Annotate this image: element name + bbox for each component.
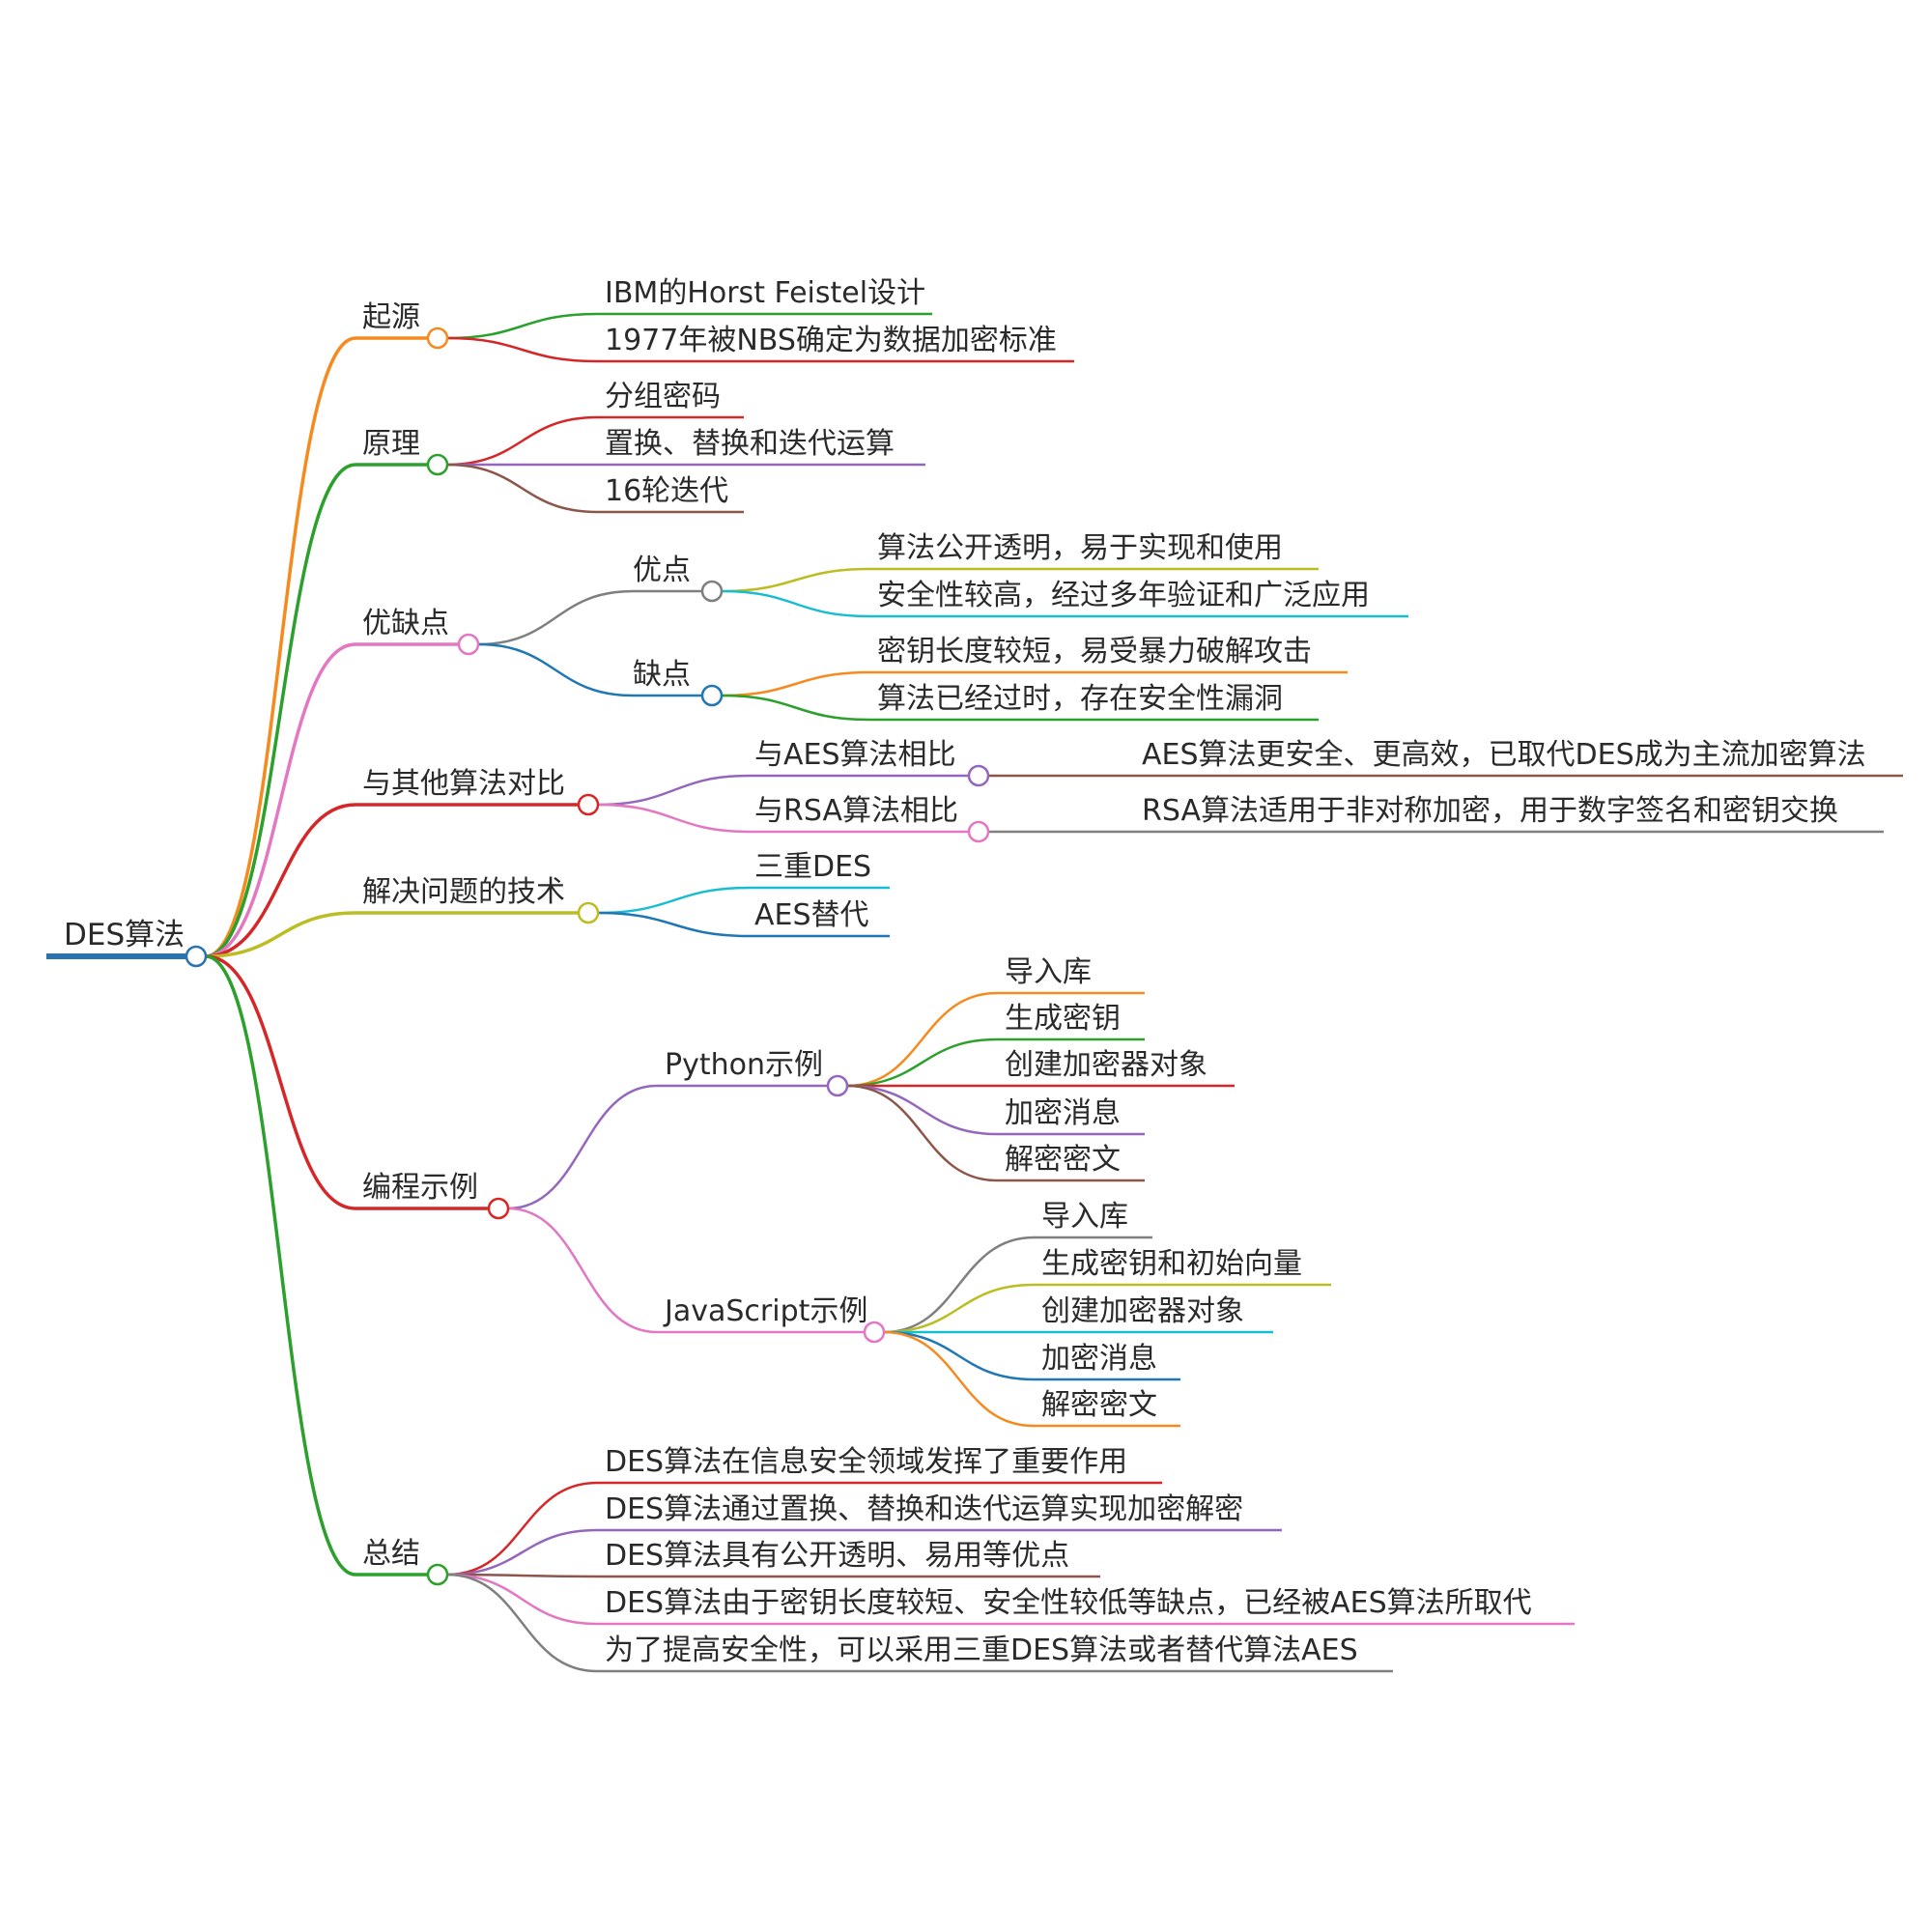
branch-programming-child-2-item-4-label: 加密消息 xyxy=(1041,1342,1157,1376)
branch-programming-child-1-item-1-link xyxy=(846,991,998,1088)
branch-summary-child-2-label: DES算法通过置换、替换和迭代运算实现加密解密 xyxy=(605,1492,1243,1526)
branch-programming-child-2-item-1-link xyxy=(883,1236,1035,1334)
branch-principle-child-3-label: 16轮迭代 xyxy=(605,474,728,508)
branch-programming-child-2-item-1-label: 导入库 xyxy=(1041,1200,1128,1234)
branch-programming-child-1-item-4-label: 加密消息 xyxy=(1005,1096,1121,1130)
branch-programming-child-2-item-2-label: 生成密钥和初始向量 xyxy=(1041,1247,1302,1281)
branch-programming-child-2-link xyxy=(507,1207,658,1334)
branch-summary-label: 总结 xyxy=(362,1537,420,1571)
branch-principle-link xyxy=(205,463,356,958)
branch-summary-child-5-label: 为了提高安全性，可以采用三重DES算法或者替代算法AES xyxy=(605,1634,1358,1667)
branch-summary-child-1-link xyxy=(446,1481,598,1577)
branch-origin-toggle[interactable] xyxy=(426,327,449,350)
node-toggles xyxy=(185,327,990,1586)
branch-pros-cons-toggle[interactable] xyxy=(457,633,480,656)
branch-programming-child-1-item-2-link xyxy=(846,1037,998,1088)
branch-solutions-child-1-link xyxy=(597,886,751,915)
branch-pros-cons-child-1-item-1-label: 算法公开透明，易于实现和使用 xyxy=(877,531,1283,565)
branch-compare-child-1-link xyxy=(597,774,751,807)
node-labels: DES算法 起源 IBM的Horst Feistel设计 1977年被NBS确定为数据… xyxy=(64,276,1866,1667)
branch-compare-child-1-toggle[interactable] xyxy=(967,764,990,787)
branch-origin-label: 起源 xyxy=(362,300,420,334)
branch-programming-toggle[interactable] xyxy=(487,1197,510,1220)
branch-pros-cons-child-2-toggle[interactable] xyxy=(700,684,724,707)
root-toggle[interactable] xyxy=(185,945,208,968)
branch-compare-child-1-item-1-label: AES算法更安全、更高效，已取代DES成为主流加密算法 xyxy=(1142,738,1866,772)
branch-pros-cons-child-2-link xyxy=(477,642,634,697)
branch-programming-child-1-toggle[interactable] xyxy=(826,1074,849,1097)
branch-pros-cons-child-2-item-2-label: 算法已经过时，存在安全性漏洞 xyxy=(877,682,1283,716)
branch-pros-cons-child-1-item-1-link xyxy=(721,567,870,593)
branch-pros-cons-child-1-item-2-label: 安全性较高，经过多年验证和广泛应用 xyxy=(877,579,1370,612)
branch-pros-cons-child-2-item-1-label: 密钥长度较短，易受暴力破解攻击 xyxy=(877,635,1312,668)
branch-compare-child-2-label: 与RSA算法相比 xyxy=(754,794,958,828)
branch-compare-child-2-item-1-label: RSA算法适用于非对称加密，用于数字签名和密钥交换 xyxy=(1142,794,1838,828)
branch-compare-child-1-label: 与AES算法相比 xyxy=(754,738,956,772)
branch-principle-label: 原理 xyxy=(362,427,420,461)
branch-principle-toggle[interactable] xyxy=(426,453,449,476)
branch-compare-child-2-toggle[interactable] xyxy=(967,820,990,843)
branch-programming-child-1-item-5-label: 解密密文 xyxy=(1005,1143,1121,1177)
branch-summary-child-4-link xyxy=(446,1573,598,1626)
branch-programming-child-2-item-5-link xyxy=(883,1330,1035,1428)
branch-pros-cons-child-1-label: 优点 xyxy=(633,554,691,587)
branch-pros-cons-child-2-item-2-link xyxy=(721,694,870,722)
branch-origin-child-1-link xyxy=(446,312,598,340)
branch-principle-child-1-link xyxy=(446,415,598,467)
branch-solutions-toggle[interactable] xyxy=(577,901,600,924)
root-label: DES算法 xyxy=(64,918,185,952)
branch-compare-link xyxy=(205,803,356,958)
branch-programming-child-1-item-5-link xyxy=(846,1084,998,1182)
branch-pros-cons-child-2-item-1-link xyxy=(721,670,870,697)
branch-summary-child-1-label: DES算法在信息安全领域发挥了重要作用 xyxy=(605,1445,1127,1479)
branch-principle-child-1-label: 分组密码 xyxy=(605,380,721,413)
branch-origin-child-2-link xyxy=(446,336,598,363)
branch-summary-child-3-label: DES算法具有公开透明、易用等优点 xyxy=(605,1539,1069,1573)
branch-programming-child-2-label: JavaScript示例 xyxy=(663,1294,867,1328)
branch-programming-child-1-item-3-label: 创建加密器对象 xyxy=(1005,1048,1208,1082)
branch-summary-toggle[interactable] xyxy=(426,1563,449,1586)
branch-pros-cons-child-1-link xyxy=(477,589,634,646)
connector-lines xyxy=(205,312,1134,1673)
branch-summary-link xyxy=(205,954,356,1577)
branch-pros-cons-child-1-toggle[interactable] xyxy=(700,580,724,603)
branch-origin-link xyxy=(205,336,356,958)
branch-solutions-child-2-label: AES替代 xyxy=(754,898,869,932)
branch-programming-link xyxy=(205,954,356,1210)
node-underlines xyxy=(46,312,1903,1673)
branch-pros-cons-label: 优缺点 xyxy=(362,607,449,640)
branch-principle-child-2-label: 置换、替换和迭代运算 xyxy=(605,427,895,461)
branch-origin-child-1-label: IBM的Horst Feistel设计 xyxy=(605,276,925,310)
branch-solutions-child-2-link xyxy=(597,911,751,938)
branch-programming-child-1-item-2-label: 生成密钥 xyxy=(1005,1002,1121,1036)
branch-solutions-label: 解决问题的技术 xyxy=(362,875,565,909)
branch-programming-child-2-item-2-link xyxy=(883,1283,1035,1334)
branch-summary-child-3-link xyxy=(446,1573,598,1578)
branch-compare-toggle[interactable] xyxy=(577,793,600,816)
branch-pros-cons-link xyxy=(205,642,356,958)
branch-programming-label: 编程示例 xyxy=(362,1171,478,1205)
branch-solutions-child-1-label: 三重DES xyxy=(754,850,871,884)
branch-origin-child-2-label: 1977年被NBS确定为数据加密标准 xyxy=(605,324,1057,357)
branch-pros-cons-child-2-label: 缺点 xyxy=(633,658,691,692)
branch-pros-cons-child-1-item-2-link xyxy=(721,589,870,618)
branch-programming-child-1-item-1-label: 导入库 xyxy=(1005,955,1092,989)
branch-programming-child-2-item-5-label: 解密密文 xyxy=(1041,1388,1157,1422)
branch-summary-child-2-link xyxy=(446,1528,598,1577)
branch-programming-child-1-label: Python示例 xyxy=(665,1048,823,1082)
branch-programming-child-2-toggle[interactable] xyxy=(863,1321,886,1344)
branch-programming-child-2-item-3-label: 创建加密器对象 xyxy=(1041,1294,1244,1328)
branch-compare-label: 与其他算法对比 xyxy=(362,767,565,801)
branch-compare-child-2-link xyxy=(597,803,751,834)
branch-solutions-link xyxy=(205,911,356,958)
branch-programming-child-1-item-4-link xyxy=(846,1084,998,1136)
branch-programming-child-2-item-4-link xyxy=(883,1330,1035,1381)
branch-principle-child-3-link xyxy=(446,463,598,514)
branch-programming-child-1-link xyxy=(507,1084,658,1210)
branch-summary-child-5-link xyxy=(446,1573,598,1673)
branch-summary-child-4-label: DES算法由于密钥长度较短、安全性较低等缺点，已经被AES算法所取代 xyxy=(605,1586,1532,1620)
